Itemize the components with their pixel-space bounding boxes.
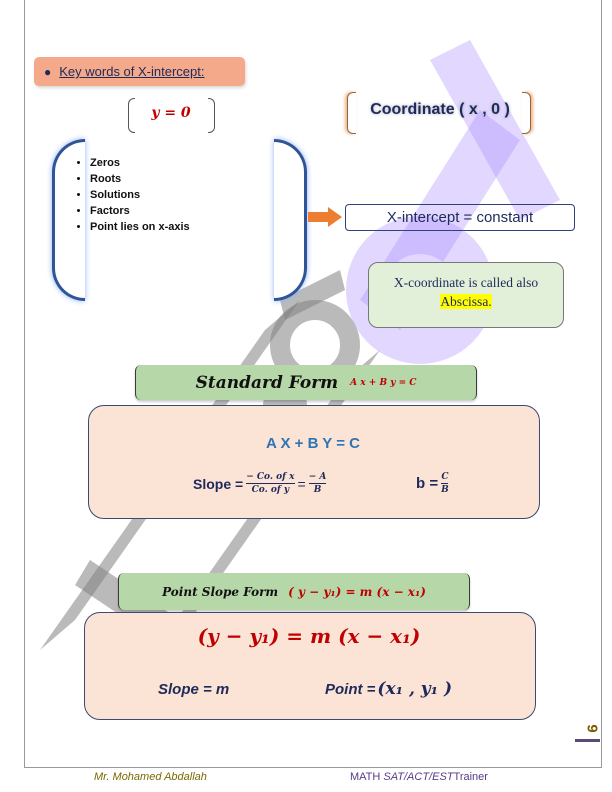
page-number-bar: [575, 739, 600, 742]
x-intercept-box: X-intercept = constant: [345, 204, 575, 231]
standard-form-formula: A x + B y = C: [350, 377, 417, 388]
numerator: − Co. of x: [246, 472, 295, 484]
footer-role: Trainer: [453, 771, 488, 783]
bracket-left: [128, 98, 135, 133]
page-number: 9: [583, 724, 601, 733]
point-value: (x₁ , y₁ ): [377, 679, 453, 699]
list-item: Zeros: [90, 155, 190, 171]
footer-exams: SAT/ACT/EST: [383, 771, 454, 783]
numerator: − A: [308, 472, 327, 484]
point-label: Point =: [325, 680, 376, 698]
y-equals-zero: y = 0: [151, 105, 191, 121]
coordinate-label: Coordinate ( x , 0 ): [370, 101, 510, 118]
standard-form-title: Standard Form: [195, 372, 339, 393]
bracket-right: [522, 92, 531, 134]
list-item: Solutions: [90, 187, 190, 203]
keywords-list: Zeros Roots Solutions Factors Point lies…: [70, 155, 190, 235]
b-label: b =: [416, 475, 439, 492]
arrow-right-icon: [308, 207, 342, 227]
equals: =: [297, 475, 306, 492]
note-text: X-coordinate is called also: [393, 275, 539, 290]
footer-math: MATH: [350, 771, 381, 783]
numerator: C: [441, 472, 449, 484]
standard-form-box: [88, 405, 540, 519]
big-bracket-right: [274, 139, 307, 301]
list-item: Roots: [90, 171, 190, 187]
standard-form-equation: A X + B Y = C: [266, 435, 360, 452]
keywords-title: Key words of X-intercept:: [59, 64, 205, 79]
page-border: [24, 0, 602, 768]
list-item: Factors: [90, 203, 190, 219]
footer-subject: MATH SAT/ACT/ESTTrainer: [350, 771, 488, 783]
slope-m: Slope = m: [158, 681, 230, 698]
slope-label: Slope =: [193, 475, 244, 492]
keywords-heading: ●Key words of X-intercept:: [34, 57, 245, 86]
point-slope-header: Point Slope Form ( y − y₁) = m (x − x₁): [118, 573, 470, 610]
point-slope-box: [84, 612, 536, 720]
point-slope-title: Point Slope Form: [162, 584, 279, 599]
bracket-left: [347, 92, 356, 134]
abscissa-note: X-coordinate is called also Abscissa.: [368, 262, 564, 328]
footer-author: Mr. Mohamed Abdallah: [94, 771, 207, 783]
denominator: B: [313, 485, 322, 495]
denominator: Co. of y: [251, 485, 290, 495]
bracket-right: [208, 98, 215, 133]
standard-form-header: Standard Form A x + B y = C: [135, 365, 477, 400]
point-formula: Point = (x₁ , y₁ ): [325, 679, 452, 699]
denominator: B: [441, 485, 449, 495]
note-highlight: Abscissa.: [440, 294, 492, 309]
point-slope-formula: ( y − y₁) = m (x − x₁): [288, 584, 426, 599]
point-slope-equation: (y − y₁) = m (x − x₁): [197, 624, 421, 648]
list-item: Point lies on x-axis: [90, 219, 190, 235]
